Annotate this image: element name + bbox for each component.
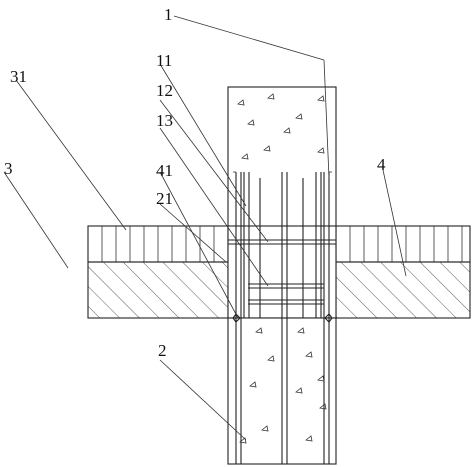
label-41: 41 <box>156 161 173 180</box>
label-13: 13 <box>156 111 173 130</box>
label-4: 4 <box>377 155 386 174</box>
horizontal-stirrups <box>228 239 336 305</box>
vertical-rebars <box>233 171 332 464</box>
callout-labels: 1 11 12 13 41 21 31 3 4 2 <box>4 5 386 360</box>
label-31: 31 <box>10 67 27 86</box>
label-21: 21 <box>156 189 173 208</box>
label-11: 11 <box>156 51 172 70</box>
slab-upper-layer <box>87 225 471 263</box>
label-3: 3 <box>4 159 13 178</box>
connector-clips <box>232 313 333 323</box>
slab-lower-layer <box>87 261 471 319</box>
label-12: 12 <box>156 81 173 100</box>
concrete-aggregate-marks <box>237 93 327 444</box>
label-1: 1 <box>164 5 173 24</box>
leader-lines <box>3 15 407 441</box>
label-2: 2 <box>158 341 167 360</box>
